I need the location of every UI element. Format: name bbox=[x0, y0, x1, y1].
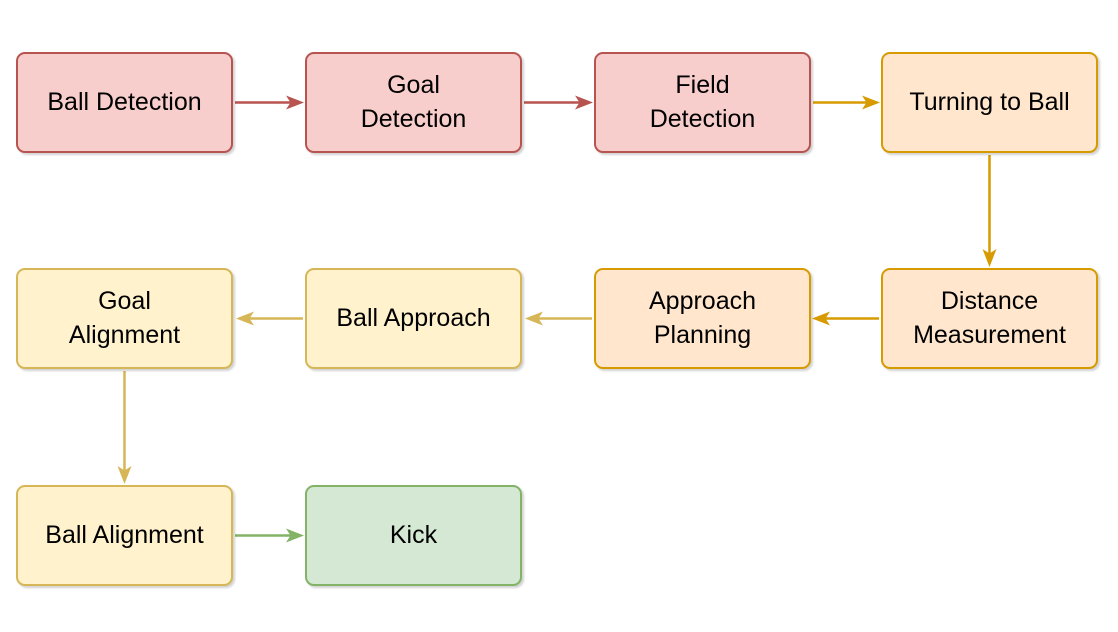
flow-node-label: Goal Alignment bbox=[68, 286, 181, 349]
flow-node-label: Goal Detection bbox=[360, 70, 467, 133]
flow-node-label: Ball Alignment bbox=[45, 520, 204, 549]
flow-node-goal-alignment: Goal Alignment bbox=[16, 268, 233, 369]
flow-node-ball-approach: Ball Approach bbox=[305, 268, 522, 369]
flow-node-label: Turning to Ball bbox=[909, 87, 1070, 116]
flow-node-label: Kick bbox=[389, 520, 438, 549]
flow-node-field-detection: Field Detection bbox=[594, 52, 811, 153]
flow-node-approach-planning: Approach Planning bbox=[594, 268, 811, 369]
flow-node-ball-alignment: Ball Alignment bbox=[16, 485, 233, 586]
flow-node-label: Ball Detection bbox=[47, 87, 202, 116]
flow-node-label: Approach Planning bbox=[648, 286, 757, 349]
flow-node-label: Distance Measurement bbox=[913, 286, 1066, 349]
flow-node-ball-detection: Ball Detection bbox=[16, 52, 233, 153]
flow-node-label: Ball Approach bbox=[336, 303, 491, 332]
flow-node-goal-detection: Goal Detection bbox=[305, 52, 522, 153]
flow-node-label: Field Detection bbox=[649, 70, 756, 133]
flow-node-turning-to-ball: Turning to Ball bbox=[881, 52, 1098, 153]
flow-node-distance-measurement: Distance Measurement bbox=[881, 268, 1098, 369]
flow-node-kick: Kick bbox=[305, 485, 522, 586]
